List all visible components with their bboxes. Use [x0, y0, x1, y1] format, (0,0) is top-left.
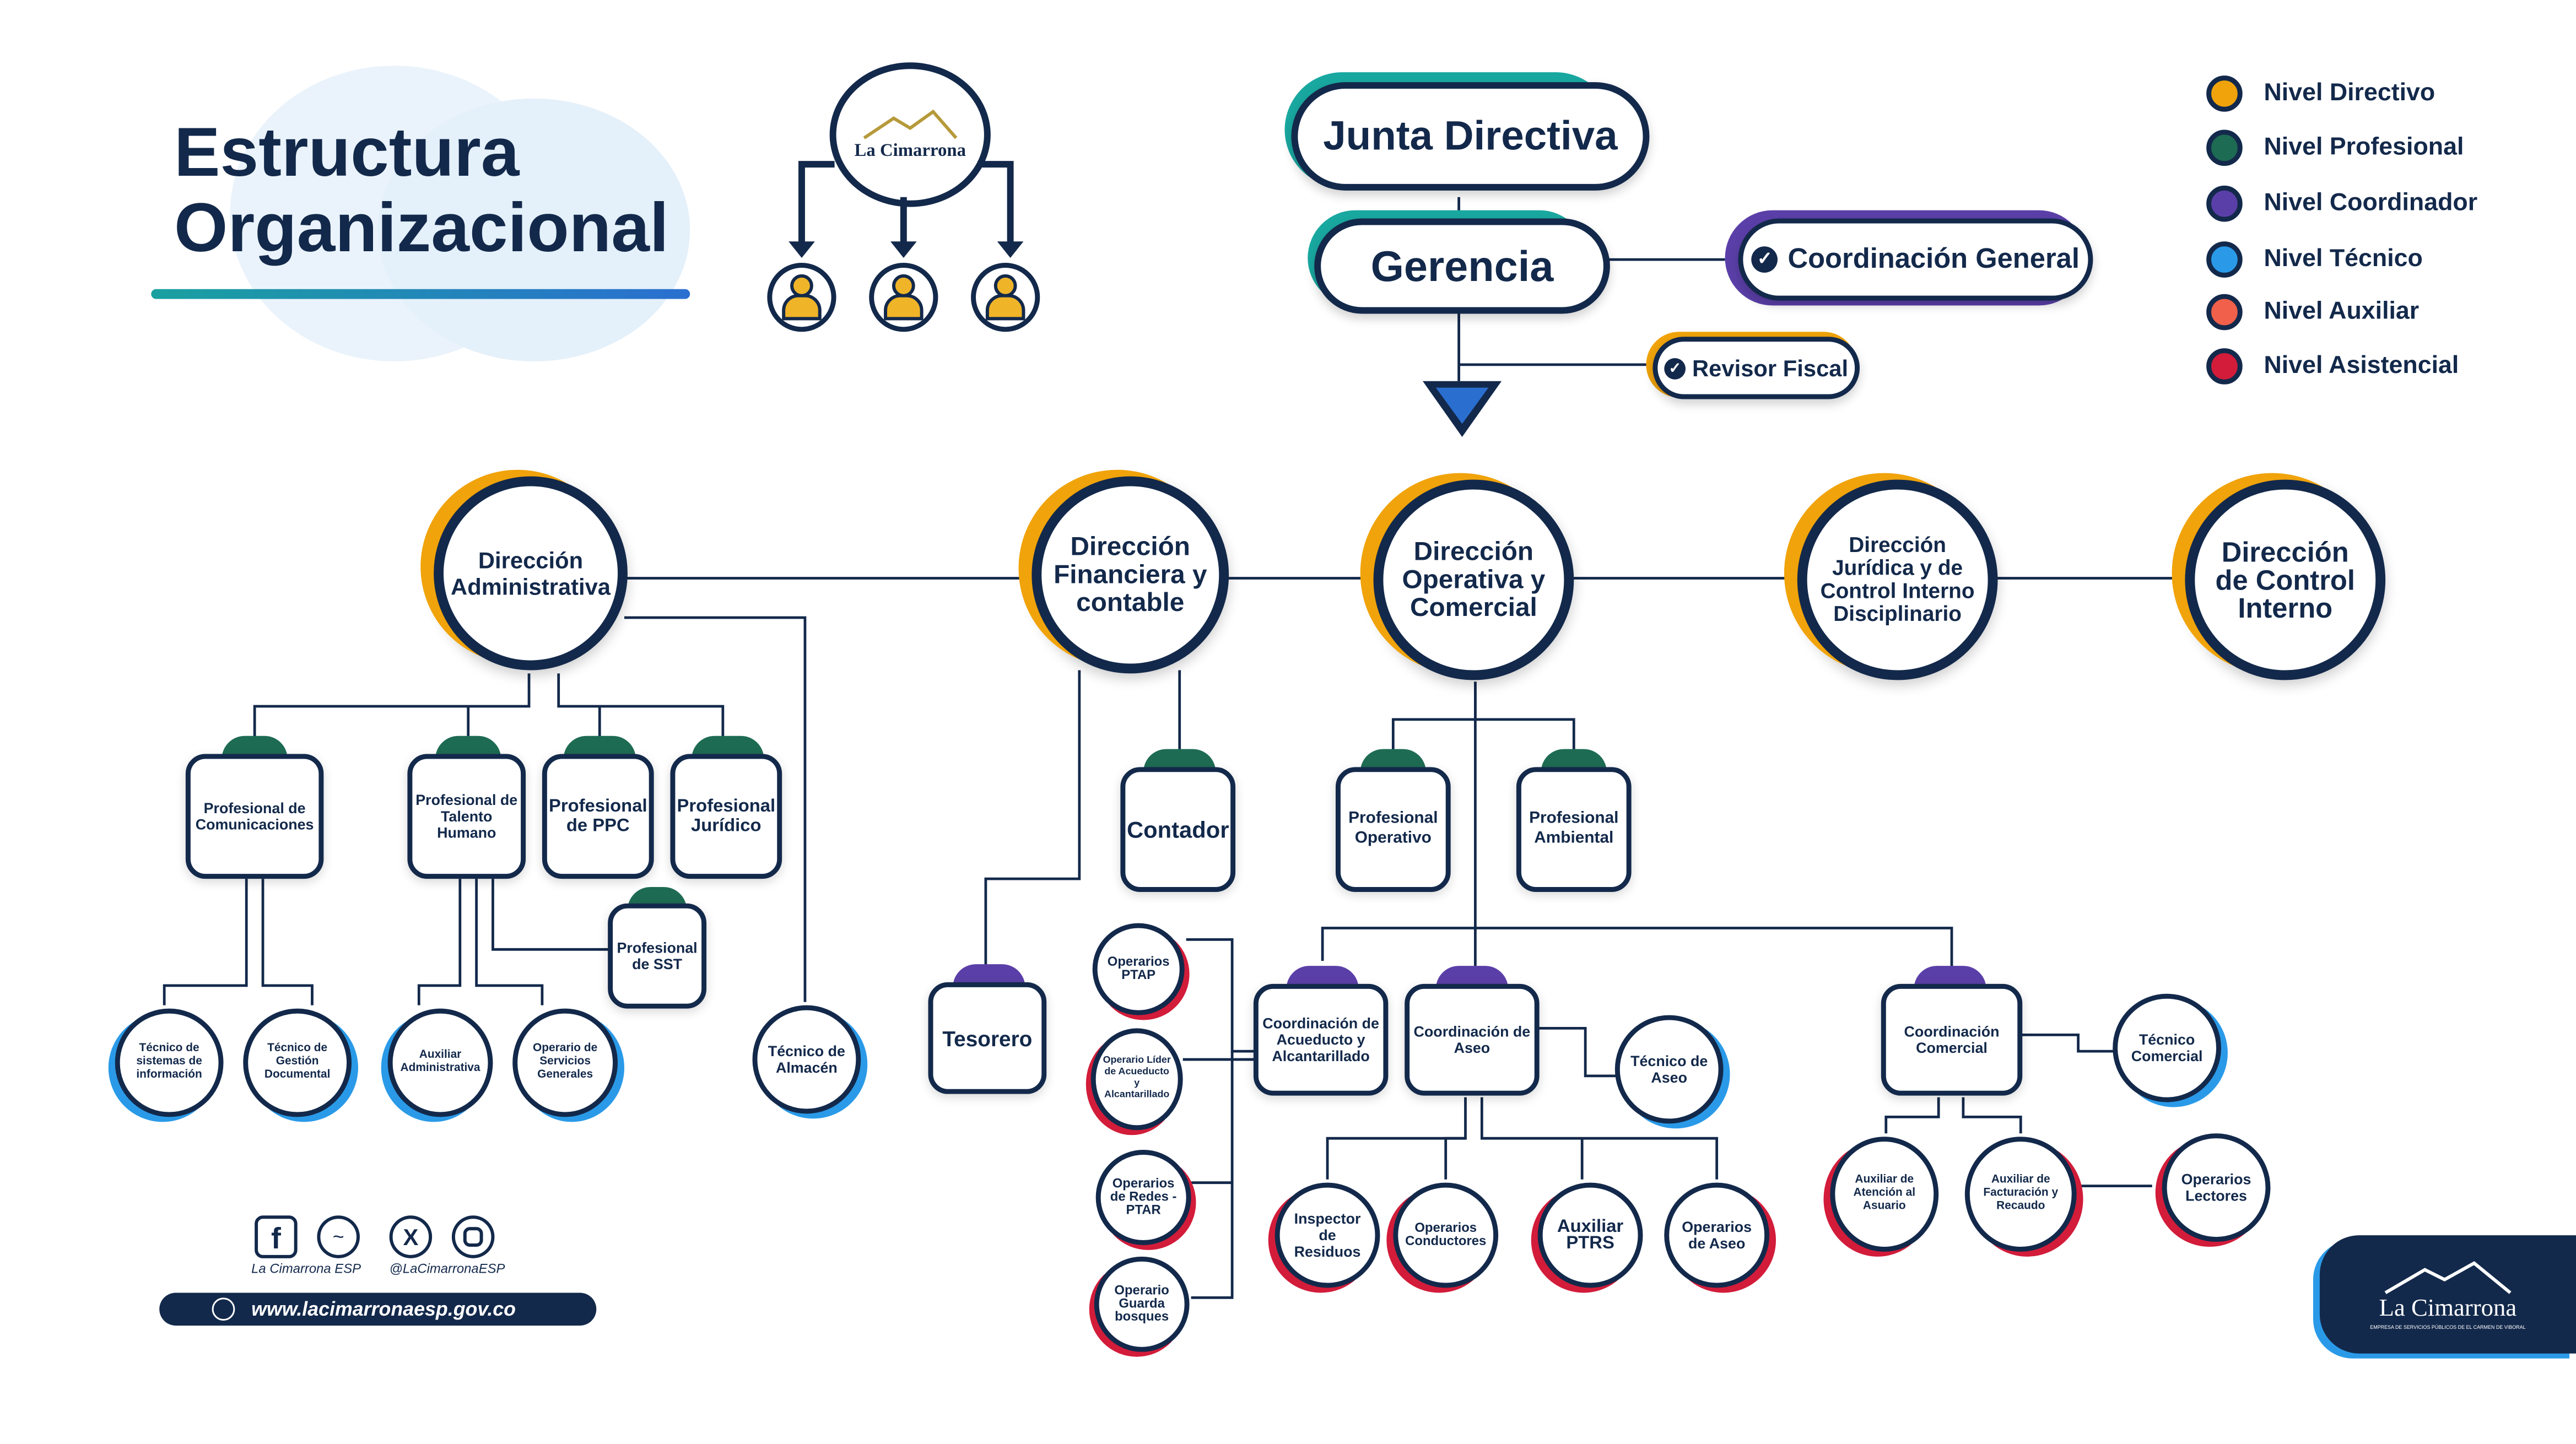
legend-dot-auxiliar	[2206, 294, 2243, 331]
coordinacion-acueducto: Coordinación de Acueducto y Alcantarilla…	[1253, 983, 1389, 1096]
operario-servicios-generales: Operario de Servicios Generales	[512, 1008, 618, 1117]
profesional-ppc: Profesional de PPC	[542, 754, 654, 879]
legend-dot-coordinador	[2206, 185, 2243, 222]
corner-logo-tagline: EMPRESA DE SERVICIOS PÚBLICOS DE EL CARM…	[2370, 1323, 2526, 1330]
tecnico-aseo: Técnico de Aseo	[1614, 1015, 1724, 1124]
title-line-2: Organizacional	[174, 188, 669, 267]
profesional-operativo: Profesional Operativo	[1335, 767, 1451, 892]
messenger-icon[interactable]: ~	[317, 1215, 360, 1258]
profesional-contador: Contador	[1120, 767, 1236, 892]
corner-logo-name: La Cimarrona	[2379, 1295, 2517, 1322]
profesional-comunicaciones: Profesional de Comunicaciones	[185, 754, 324, 879]
corner-logo: La Cimarrona EMPRESA DE SERVICIOS PÚBLIC…	[2319, 1235, 2576, 1354]
bg-blob	[377, 98, 690, 361]
check-icon: ✓	[1664, 357, 1686, 379]
logo-mountain-icon	[2384, 1260, 2512, 1294]
inspector-residuos: Inspector de Residuos	[1275, 1182, 1380, 1288]
direccion-juridica: Dirección Jurídica y de Control Interno …	[1797, 479, 1998, 680]
social-handle: @LaCimarronaESP	[389, 1261, 505, 1277]
profesional-juridico: Profesional Jurídico	[670, 754, 782, 879]
profesional-ambiental: Profesional Ambiental	[1516, 767, 1632, 892]
operario-lider-acueducto: Operario Líder de Acueducto y Alcantaril…	[1090, 1028, 1183, 1131]
user-icon	[869, 263, 938, 332]
profesional-talento-humano: Profesional de Talento Humano	[407, 754, 526, 879]
operarios-redes-ptar: Operarios de Redes - PTAR	[1095, 1150, 1191, 1245]
user-icon	[767, 263, 836, 332]
legend-dot-profesional	[2206, 129, 2243, 166]
operarios-aseo: Operarios de Aseo	[1664, 1182, 1770, 1288]
coordinacion-comercial: Coordinación Comercial	[1881, 983, 2023, 1096]
legend-label-auxiliar: Nivel Auxiliar	[2264, 297, 2420, 326]
check-icon: ✓	[1751, 246, 1778, 273]
title-underline	[151, 289, 690, 299]
legend-label-coordinador: Nivel Coordinador	[2264, 188, 2478, 217]
direccion-control-interno: Dirección de Control Interno	[2185, 479, 2386, 680]
revisor-fiscal-label: Revisor Fiscal	[1692, 355, 1849, 381]
legend-label-directivo: Nivel Directivo	[2264, 79, 2435, 107]
facebook-icon[interactable]: f	[255, 1215, 298, 1258]
junta-directiva-label: Junta Directiva	[1323, 112, 1618, 159]
auxiliar-facturacion: Auxiliar de Facturación y Recaudo	[1964, 1137, 2077, 1252]
coordinacion-general-label: Coordinación General	[1787, 243, 2080, 274]
direccion-financiera: Dirección Financiera y contable	[1032, 476, 1229, 674]
x-icon[interactable]: X	[389, 1215, 433, 1258]
instagram-icon[interactable]	[451, 1215, 495, 1258]
junta-directiva-box: Junta Directiva	[1291, 82, 1650, 191]
legend-dot-directivo	[2206, 75, 2243, 112]
direccion-operativa: Dirección Operativa y Comercial	[1373, 479, 1574, 680]
globe-icon	[212, 1297, 235, 1321]
legend-label-asistencial: Nivel Asistencial	[2264, 351, 2459, 380]
page-title: Estructura Organizacional	[174, 113, 669, 267]
coordinacion-general-box: ✓ Coordinación General	[1738, 218, 2093, 301]
auxiliar-administrativa: Auxiliar Administrativa	[387, 1008, 493, 1117]
legend-label-profesional: Nivel Profesional	[2264, 133, 2464, 161]
social-name: La Cimarrona ESP	[251, 1261, 361, 1277]
operarios-ptap: Operarios PTAP	[1092, 923, 1185, 1015]
coordinador-tesorero: Tesorero	[928, 982, 1047, 1094]
website-url: www.lacimarronaesp.gov.co	[251, 1297, 516, 1321]
tecnico-gestion-documental: Técnico de Gestión Documental	[243, 1008, 352, 1117]
coordinacion-aseo: Coordinación de Aseo	[1405, 983, 1540, 1096]
logo-name: La Cimarrona	[854, 141, 966, 161]
hierarchy-arrows	[789, 161, 1024, 258]
operarios-conductores: Operarios Conductores	[1393, 1182, 1499, 1288]
tecnico-sistemas: Técnico de sistemas de información	[115, 1008, 224, 1117]
tecnico-almacen: Técnico de Almacén	[752, 1005, 861, 1114]
direccion-administrativa: Dirección Administrativa	[434, 476, 628, 670]
profesional-sst: Profesional de SST	[608, 903, 707, 1009]
legend-dot-tecnico	[2206, 241, 2243, 278]
operarios-lectores: Operarios Lectores	[2162, 1133, 2271, 1242]
title-line-1: Estructura	[174, 113, 520, 191]
gerencia-box: Gerencia	[1314, 218, 1610, 314]
user-icon	[971, 263, 1040, 332]
tecnico-comercial: Técnico Comercial	[2113, 993, 2221, 1102]
logo-badge: La Cimarrona	[829, 62, 991, 207]
operario-guarda-bosques: Operario Guarda bosques	[1094, 1256, 1190, 1352]
website-pill[interactable]: www.lacimarronaesp.gov.co	[159, 1292, 597, 1326]
gerencia-label: Gerencia	[1370, 240, 1554, 290]
logo-mountain-icon	[863, 109, 958, 139]
legend-label-tecnico: Nivel Técnico	[2264, 245, 2423, 273]
legend-dot-asistencial	[2206, 348, 2243, 385]
revisor-fiscal-box: ✓ Revisor Fiscal	[1652, 337, 1860, 399]
auxiliar-ptrs: Auxiliar PTRS	[1537, 1182, 1643, 1288]
auxiliar-atencion: Auxiliar de Atención al Asuario	[1830, 1137, 1939, 1252]
